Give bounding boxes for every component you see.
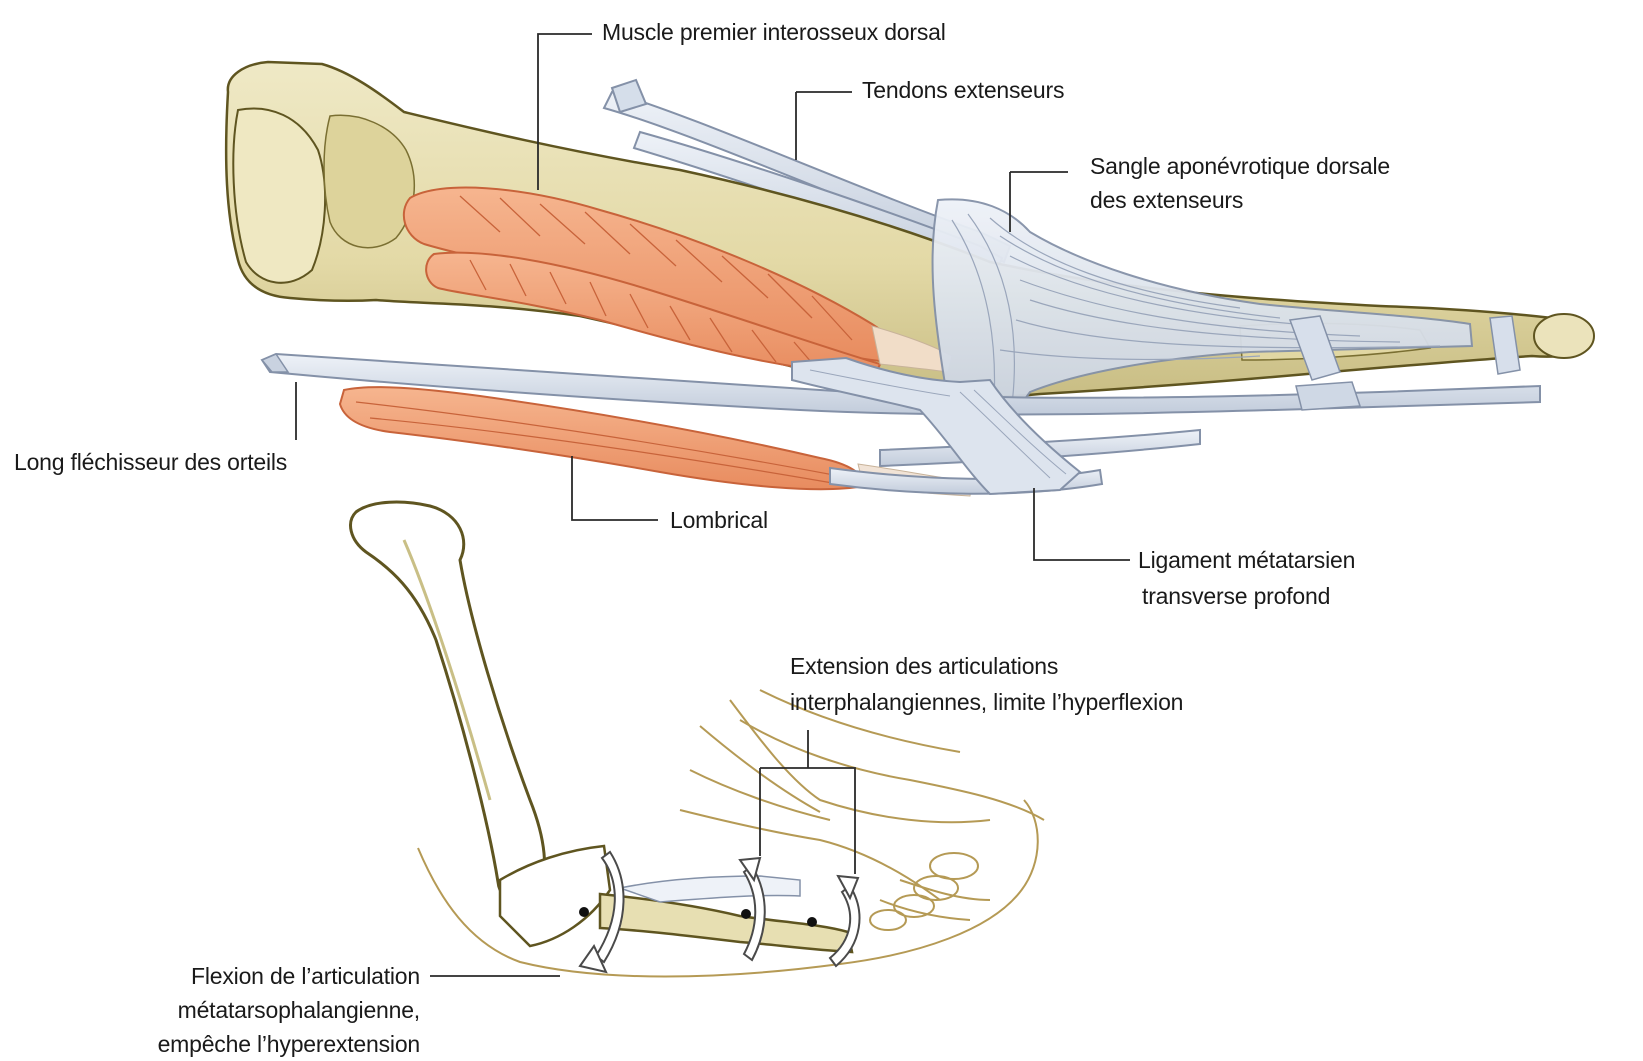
label-flexion-line2: métatarsophalangienne,	[110, 996, 420, 1024]
label-extension-line2: interphalangiennes, limite l’hyperflexio…	[790, 688, 1183, 716]
upper-dorsal-view	[226, 62, 1594, 496]
label-flexor-digitorum-longus: Long fléchisseur des orteils	[14, 448, 287, 476]
lower-lateral-view	[351, 502, 1044, 976]
label-dorsal-hood-line2: des extenseurs	[1090, 186, 1243, 214]
label-flexion-line3: empêche l’hyperextension	[110, 1030, 420, 1058]
label-flexion-line1: Flexion de l’articulation	[110, 962, 420, 990]
label-lumbrical: Lombrical	[670, 506, 768, 534]
label-extension-line1: Extension des articulations	[790, 652, 1058, 680]
label-dorsal-hood-line1: Sangle aponévrotique dorsale	[1090, 152, 1390, 180]
toe-skeleton	[500, 846, 852, 952]
label-deep-ligament-line2: transverse profond	[1142, 582, 1330, 610]
raised-bone-shaft	[351, 502, 545, 901]
label-deep-ligament-line1: Ligament métatarsien	[1138, 546, 1355, 574]
label-first-dorsal-interosseus: Muscle premier interosseux dorsal	[602, 18, 946, 46]
label-extensor-tendons: Tendons extenseurs	[862, 76, 1064, 104]
